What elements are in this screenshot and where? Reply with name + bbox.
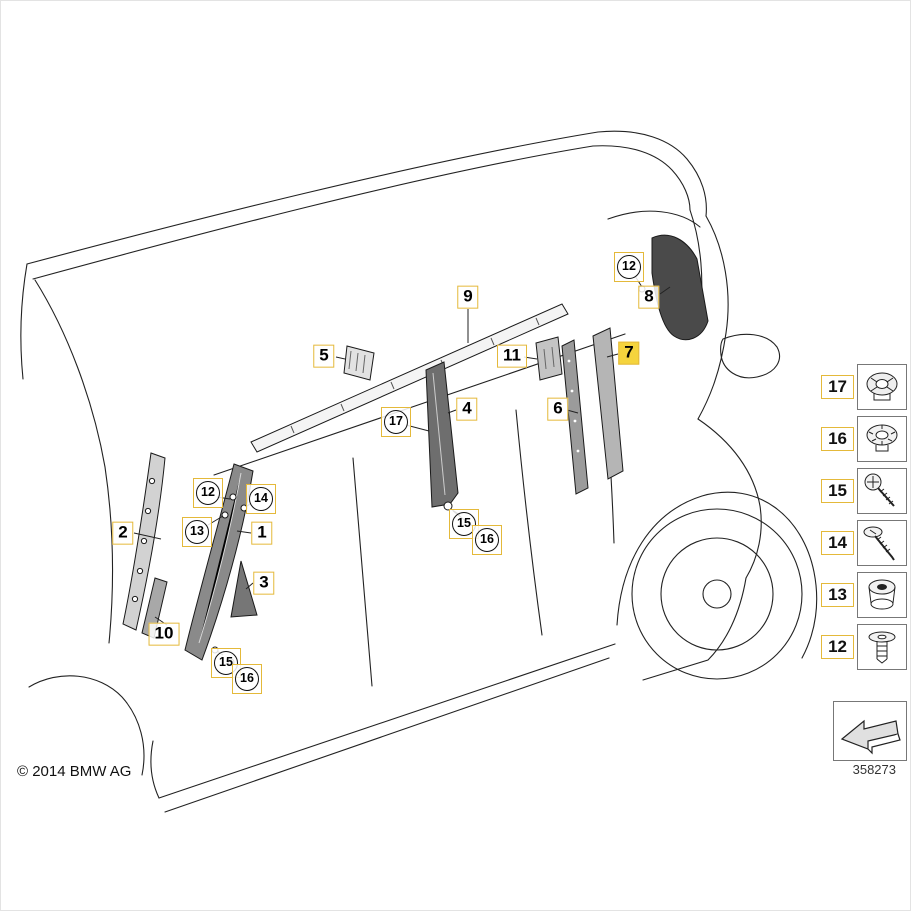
callout-13[interactable]: 13 [182, 517, 212, 547]
callout-circle: 13 [185, 520, 209, 544]
callout-circle: 16 [235, 667, 259, 691]
legend-item-13: 13 [821, 572, 907, 618]
callout-16[interactable]: 16 [232, 664, 262, 694]
screw-icon [857, 520, 907, 566]
legend-number-14[interactable]: 14 [821, 531, 854, 555]
car-body-outline [20, 130, 818, 813]
legend-number-17[interactable]: 17 [821, 375, 854, 399]
legend-item-17: 17 [821, 364, 907, 410]
legend-item-16: 16 [821, 416, 907, 462]
copyright-text: © 2014 BMW AG [17, 763, 132, 780]
grommet-icon [857, 572, 907, 618]
legend-number-13[interactable]: 13 [821, 583, 854, 607]
callout-circle: 16 [475, 528, 499, 552]
diagram-number: 358273 [852, 762, 896, 777]
screw-washer-icon [857, 468, 907, 514]
callout-4[interactable]: 4 [456, 397, 478, 421]
callout-6[interactable]: 6 [547, 397, 569, 421]
hardware-legend: 17 16 15 14 13 12 [821, 364, 907, 670]
callout-3[interactable]: 3 [253, 571, 275, 595]
legend-number-15[interactable]: 15 [821, 479, 854, 503]
callout-16[interactable]: 16 [472, 525, 502, 555]
callout-circle: 14 [249, 487, 273, 511]
legend-item-14: 14 [821, 520, 907, 566]
callout-11[interactable]: 11 [497, 344, 527, 368]
push-nut-icon [857, 416, 907, 462]
legend-number-12[interactable]: 12 [821, 635, 854, 659]
callout-7[interactable]: 7 [618, 341, 640, 365]
trim-parts [122, 234, 709, 666]
callout-2[interactable]: 2 [112, 521, 134, 545]
callout-circle: 15 [214, 651, 238, 675]
legend-item-15: 15 [821, 468, 907, 514]
callout-12[interactable]: 12 [193, 478, 223, 508]
direction-arrow-icon [840, 719, 901, 755]
direction-arrow-box [833, 701, 907, 761]
callout-5[interactable]: 5 [313, 344, 335, 368]
cage-nut-icon [857, 364, 907, 410]
callout-9[interactable]: 9 [457, 285, 479, 309]
callout-12[interactable]: 12 [614, 252, 644, 282]
callout-10[interactable]: 10 [148, 622, 180, 646]
callout-8[interactable]: 8 [638, 285, 660, 309]
expanding-rivet-icon [857, 624, 907, 670]
callout-circle: 17 [384, 410, 408, 434]
legend-item-12: 12 [821, 624, 907, 670]
callout-14[interactable]: 14 [246, 484, 276, 514]
callout-circle: 15 [452, 512, 476, 536]
callout-1[interactable]: 1 [251, 521, 273, 545]
callout-circle: 12 [196, 481, 220, 505]
legend-number-16[interactable]: 16 [821, 427, 854, 451]
callout-circle: 12 [617, 255, 641, 279]
callout-17[interactable]: 17 [381, 407, 411, 437]
